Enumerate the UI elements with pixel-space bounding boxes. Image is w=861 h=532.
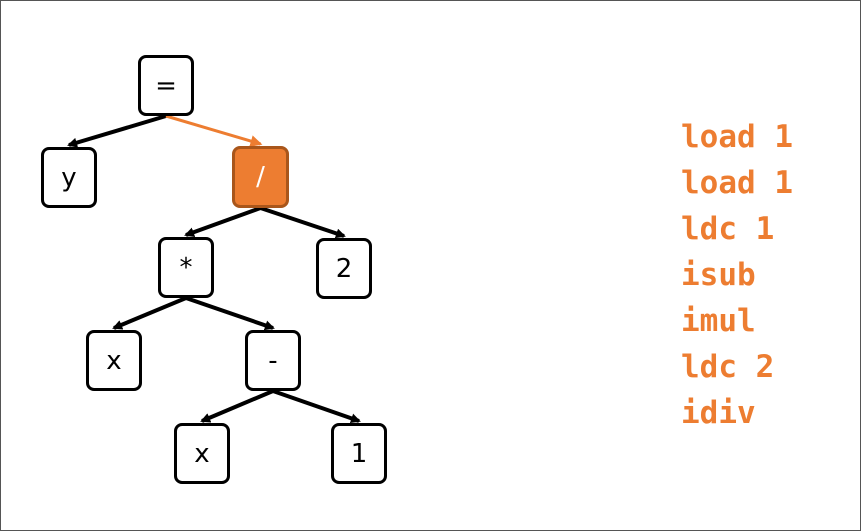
- node-label-one: 1: [350, 438, 368, 469]
- bytecode-line: idiv: [681, 395, 756, 431]
- tree-node-x: x: [86, 330, 142, 391]
- edge-sub-x2: [200, 389, 274, 423]
- edge-sub-one: [272, 389, 361, 424]
- tree-node-x-inner: x: [174, 423, 230, 484]
- bytecode-line: imul: [681, 303, 756, 339]
- bytecode-listing: load 1 load 1 ldc 1 isub imul ldc 2 idiv: [681, 114, 793, 436]
- node-label-two: 2: [335, 253, 353, 284]
- edge-assign-div-highlight: [165, 114, 263, 147]
- tree-node-two: 2: [316, 238, 372, 299]
- tree-node-assign: =: [138, 55, 194, 116]
- node-label-divide: /: [256, 162, 265, 192]
- edge-div-mul: [184, 206, 262, 237]
- node-label-x: x: [106, 345, 122, 376]
- bytecode-line: ldc 2: [681, 349, 775, 385]
- node-label-assign: =: [155, 70, 177, 101]
- edge-mul-sub: [185, 296, 275, 331]
- tree-node-divide: /: [232, 146, 289, 208]
- tree-node-subtract: -: [245, 330, 301, 391]
- node-label-x-inner: x: [194, 438, 210, 469]
- edge-mul-x1: [112, 296, 187, 330]
- tree-node-y: y: [41, 147, 97, 208]
- node-label-y: y: [61, 162, 77, 193]
- node-label-subtract: -: [268, 345, 278, 376]
- node-label-multiply: *: [179, 252, 193, 283]
- tree-node-one: 1: [331, 423, 387, 484]
- bytecode-line: load 1: [681, 165, 793, 201]
- bytecode-line: ldc 1: [681, 211, 775, 247]
- tree-node-multiply: *: [158, 237, 214, 298]
- edge-div-two: [259, 206, 346, 239]
- edge-assign-y: [67, 114, 167, 148]
- bytecode-line: isub: [681, 257, 756, 293]
- bytecode-line: load 1: [681, 119, 793, 155]
